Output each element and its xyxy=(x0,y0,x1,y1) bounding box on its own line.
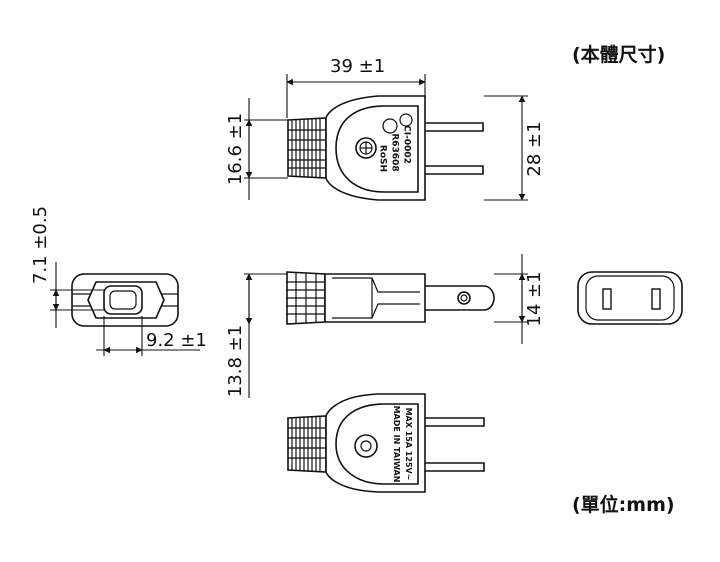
side-prong xyxy=(425,285,495,311)
bottom-screw xyxy=(354,434,378,458)
unit-note-label: (單位:mm) xyxy=(572,494,675,516)
top-prong-lower xyxy=(425,165,484,175)
marking-origin: MADE IN TAIWAN xyxy=(392,405,401,483)
side-view xyxy=(286,271,495,325)
marking-rohs: RoSH xyxy=(377,144,388,173)
top-view xyxy=(287,95,484,201)
top-screw xyxy=(355,137,377,159)
dim-end-height: 7.1 ±0.5 xyxy=(30,205,51,285)
marking-rating: MAX 15A 125V~ xyxy=(404,407,413,481)
top-prong-upper xyxy=(425,122,484,132)
bottom-body xyxy=(325,393,426,493)
dim-lower-height: 13.8 ±1 xyxy=(225,324,246,398)
right-end-view xyxy=(577,271,683,325)
dim-end-width: 9.2 ±1 xyxy=(146,330,207,351)
bottom-prong-upper xyxy=(425,417,485,427)
bottom-prong-lower xyxy=(425,462,485,472)
side-body xyxy=(324,273,426,323)
top-body-inner xyxy=(335,105,419,193)
dim-overall-length: 39 ±1 xyxy=(330,56,386,77)
bottom-view xyxy=(287,393,485,493)
dim-total-height: 28 ±1 xyxy=(524,121,545,177)
top-grip-ridges xyxy=(288,118,326,178)
marking-code: CI-0002 xyxy=(401,125,412,164)
marking-standard: R63608 xyxy=(389,133,400,172)
side-prong-hole xyxy=(457,291,471,305)
dimension-lines xyxy=(50,74,528,398)
size-note-label: (本體尺寸) xyxy=(572,44,666,66)
dim-grip-height: 16.6 ±1 xyxy=(225,112,246,186)
left-end-view xyxy=(71,273,179,327)
dim-body-thickness: 14 ±1 xyxy=(524,271,545,327)
